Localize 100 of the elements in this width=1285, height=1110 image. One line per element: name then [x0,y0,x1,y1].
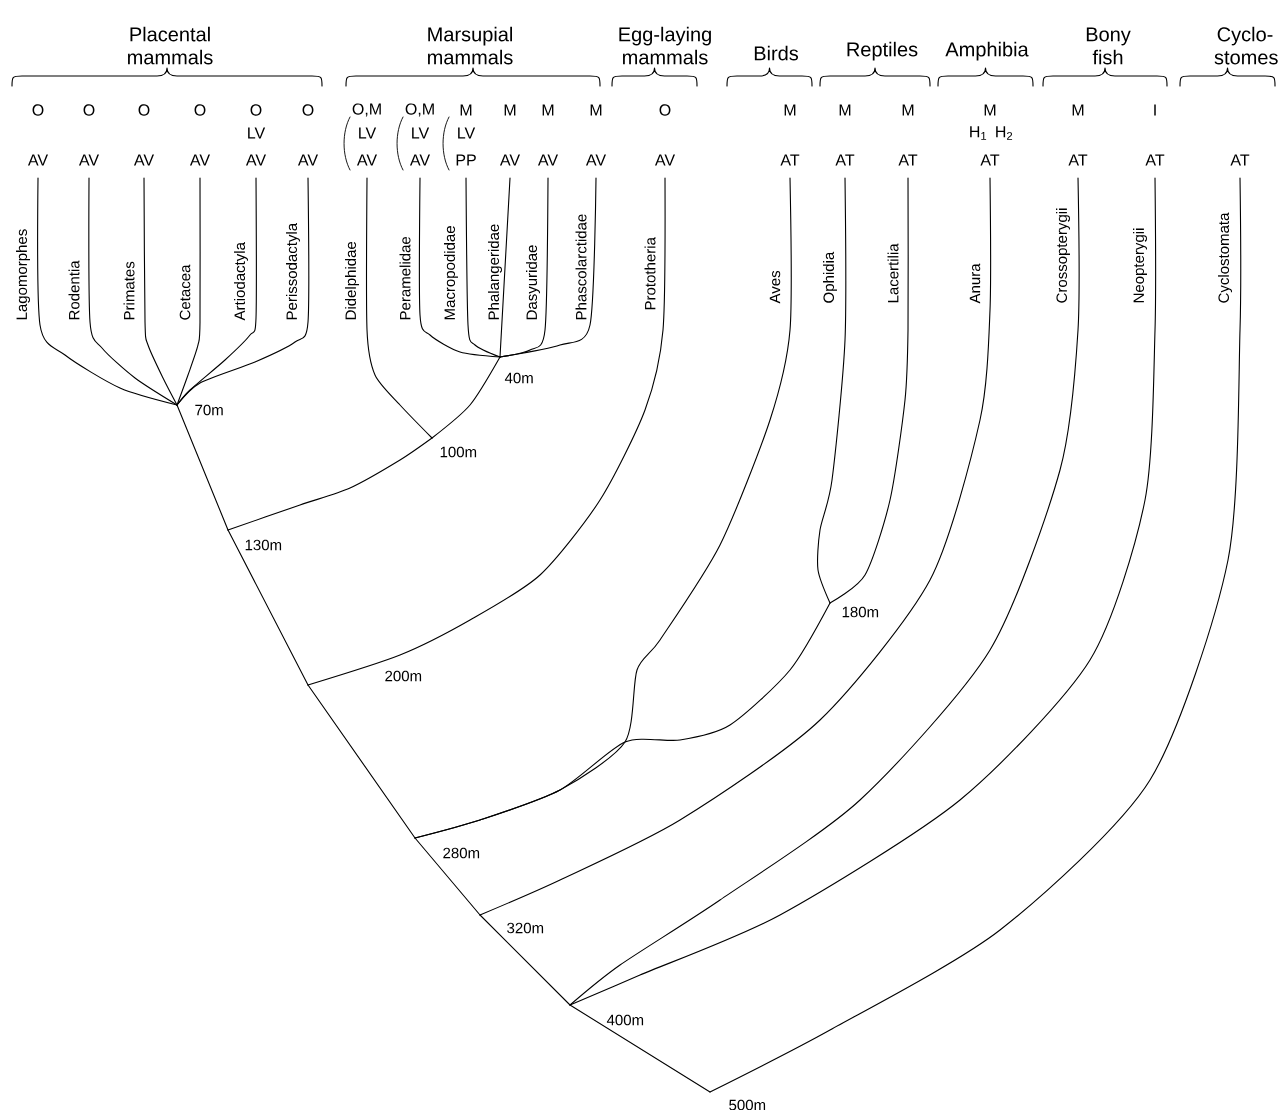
group-heading: Amphibia [945,41,1029,61]
code-label: AV [585,154,606,166]
code-label: LV [458,127,476,139]
code-label: AT [1068,154,1088,166]
code-label: M [839,104,851,116]
code-label: AT [1230,154,1250,166]
taxon-label: Phascolarctidae [575,214,587,320]
taxon-label: Lacertilia [887,243,899,303]
code-label: AV [356,154,377,166]
age-label: 130m [245,539,282,551]
code-label: O [138,104,150,116]
code-label: AV [133,154,154,166]
taxon-label: Cetacea [179,264,191,320]
age-label: 100m [440,446,477,458]
branch-line [479,177,992,916]
branch-line [465,177,501,358]
code-label: M [902,104,914,116]
code-label: M [1072,104,1084,116]
code-label: AV [654,154,675,166]
branch-line [479,914,571,1006]
taxon-label: Phalangeridae [488,224,502,320]
branch-line [366,177,433,439]
code-label: O [194,104,206,116]
branch-line [418,177,501,358]
code-label: O [32,104,44,116]
branch-line [88,177,178,406]
taxon-label: Rodentia [68,260,80,320]
code-label: H$_{2}$ [996,126,1013,140]
code-label: LV [248,127,266,139]
group-heading: Marsupial mammals [428,26,513,65]
taxon-label: Aves [769,270,781,304]
taxon-label: Artiodactyla [234,242,248,321]
taxon-label: Peramelidae [399,236,411,320]
code-label: M [460,104,472,116]
branch-line [817,177,847,604]
branch-line [176,177,310,406]
taxon-label: Crossopterygii [1056,208,1070,303]
group-heading: Birds [754,45,799,61]
taxon-label: Prototheria [644,237,656,310]
code-label: PP [456,154,476,166]
branch-line [414,602,831,839]
branch-line [307,684,416,839]
code-label: AT [835,154,855,166]
age-label: 400m [606,1014,644,1026]
code-label: O [250,104,262,116]
code-label: M [590,104,602,116]
code-label: O,M [352,103,381,117]
branch-line [227,437,433,531]
taxon-label: Neopterygii [1133,228,1147,303]
age-label: 70m [195,404,223,416]
taxon-label: Cyclostomata [1218,212,1232,303]
code-label: AV [409,154,430,166]
code-label: I [1154,104,1156,116]
branch-line [227,529,309,686]
branch-line [499,177,597,358]
taxon-label: Macropodidae [444,226,458,320]
branch-line [569,1004,711,1093]
branch-line [37,177,178,406]
code-label: AV [245,154,266,166]
code-label: AV [27,154,48,166]
group-heading: Placental mammals [128,26,213,65]
age-label: 180m [842,606,879,618]
code-label: AV [537,154,558,166]
code-label: M [984,104,996,116]
code-label: AV [78,154,99,166]
code-label: LV [412,127,430,139]
code-label: O [302,104,314,116]
code-label: AT [780,154,800,166]
code-label: M [542,104,554,116]
taxon-label: Lagomorphes [16,229,30,320]
branch-line [431,356,501,439]
group-heading: Cyclo-stomes [1214,26,1278,65]
taxon-label: Didelphidae [345,241,359,320]
age-label: 40m [504,372,533,384]
code-label: M [784,104,796,116]
code-label: O [83,104,95,116]
branch-line [176,404,229,531]
code-label: H$_{1}$ [970,126,987,140]
taxon-label: Ophidia [823,251,837,303]
code-label: AV [499,154,520,166]
branch-line [499,177,511,358]
code-label: AT [980,154,1000,166]
code-label: M [504,104,516,116]
code-label: O [659,104,671,116]
age-label: 280m [443,847,480,859]
age-label: 500m [729,1099,766,1110]
age-label: 200m [385,670,422,682]
branch-line [176,177,201,406]
age-label: 320m [507,922,544,934]
branch-line [414,837,481,916]
branch-line [307,177,666,686]
code-label: LV [359,127,377,139]
code-label: AV [297,154,318,166]
taxon-label: Perissodactyla [286,222,300,320]
code-label: O,M [405,103,434,117]
code-label: AT [1145,154,1165,166]
taxon-label: Primates [123,261,135,320]
group-heading: Reptiles [847,41,918,61]
branch-line [709,177,1242,1093]
branch-line [829,177,909,604]
